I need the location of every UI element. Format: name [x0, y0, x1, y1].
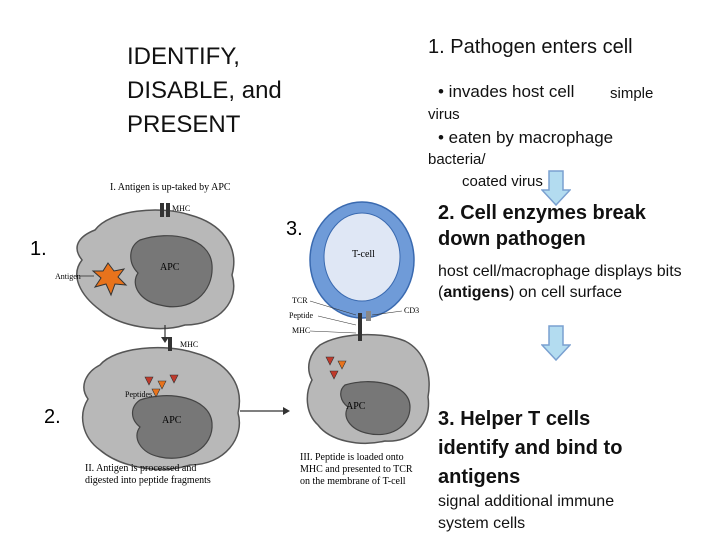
tcr-receptor	[358, 313, 362, 327]
mhc-receptor-top	[160, 203, 164, 217]
mhc-pointer	[309, 330, 357, 334]
caption-step-3a: III. Peptide is loaded onto	[300, 452, 404, 463]
peptide-label: Peptide	[289, 311, 313, 320]
peptide-fragment-7	[329, 370, 339, 380]
arrow-head-1	[161, 337, 169, 343]
step2-heading: 2. Cell enzymes break down pathogen	[438, 202, 646, 250]
step1-note-coated-virus: coated virus	[462, 173, 543, 190]
apc-nucleus-2	[131, 395, 213, 459]
tcr-pointer	[309, 300, 357, 316]
t-cell-label: T-cell	[352, 249, 375, 260]
t-cell-nucleus	[323, 212, 401, 302]
mhc-receptor-right	[358, 327, 362, 341]
step1-bullet-invades: • invades host cell	[438, 82, 575, 101]
diagram-number-1: 1.	[30, 238, 47, 260]
page-title: IDENTIFY, DISABLE, and PRESENT	[127, 43, 282, 138]
cd3-label: CD3	[404, 306, 419, 315]
mhc-label-right: MHC	[292, 326, 310, 335]
peptide-fragment-2	[157, 380, 167, 390]
caption-step-2a: II. Antigen is processed and	[85, 463, 196, 474]
diagram-number-2: 2.	[44, 406, 61, 428]
antigen-label: Antigen	[55, 272, 81, 281]
step1-note-bacteria: bacteria/	[428, 151, 486, 168]
apc-nucleus-1	[130, 235, 213, 308]
step1-note-virus: virus	[428, 106, 460, 123]
step2-body-antigens: antigens	[443, 284, 510, 301]
peptide-pointer	[317, 315, 357, 326]
caption-step-2b: digested into peptide fragments	[85, 475, 211, 486]
mhc-label-mid: MHC	[180, 340, 198, 349]
mhc-receptor-mid	[168, 337, 172, 351]
mhc-label-top: MHC	[172, 204, 190, 213]
caption-step-1: I. Antigen is up-taked by APC	[110, 182, 231, 193]
arrow-head-2	[283, 407, 290, 415]
apc-label-3: APC	[346, 401, 366, 412]
step2-body-post: ) on cell surface	[509, 284, 623, 301]
caption-step-3c: on the membrane of T-cell	[300, 476, 406, 487]
peptide-fragment-3	[169, 374, 179, 384]
tcr-label: TCR	[292, 296, 308, 305]
down-arrow-2	[541, 325, 571, 361]
peptides-label: Peptides	[125, 390, 152, 399]
step3-heading: 3. Helper T cells identify and bind to a…	[438, 408, 623, 488]
cd3-pointer	[371, 310, 403, 316]
caption-step-3b: MHC and presented to TCR	[300, 464, 413, 475]
peptide-fragment-4	[151, 388, 161, 398]
step2-body-pre: host cell/macrophage displays bits (	[438, 263, 682, 301]
peptide-fragment-5	[325, 356, 335, 366]
apc-label-2: APC	[162, 415, 182, 426]
diagram-number-3: 3.	[286, 218, 303, 240]
peptide-fragment-6	[337, 360, 347, 370]
apc-label-1: APC	[160, 262, 180, 273]
antigen-presentation-diagram: 1. 2. 3. I. Antigen is up-taked by APC A…	[30, 182, 430, 487]
step1-bullet-eaten: • eaten by macrophage	[438, 128, 614, 147]
step3-body: signal additional immune system cells	[438, 493, 615, 532]
down-arrow-1	[541, 170, 571, 206]
step2-body: host cell/macrophage displays bits (anti…	[438, 261, 708, 303]
antigen-star	[91, 262, 128, 297]
step1-note-simple: simple	[610, 85, 654, 102]
peptide-fragment-1	[144, 376, 154, 386]
apc-nucleus-3	[340, 381, 411, 436]
cd3-receptor	[366, 311, 371, 321]
step1-heading: 1. Pathogen enters cell	[428, 36, 633, 58]
mhc-receptor-top-2	[166, 203, 170, 217]
